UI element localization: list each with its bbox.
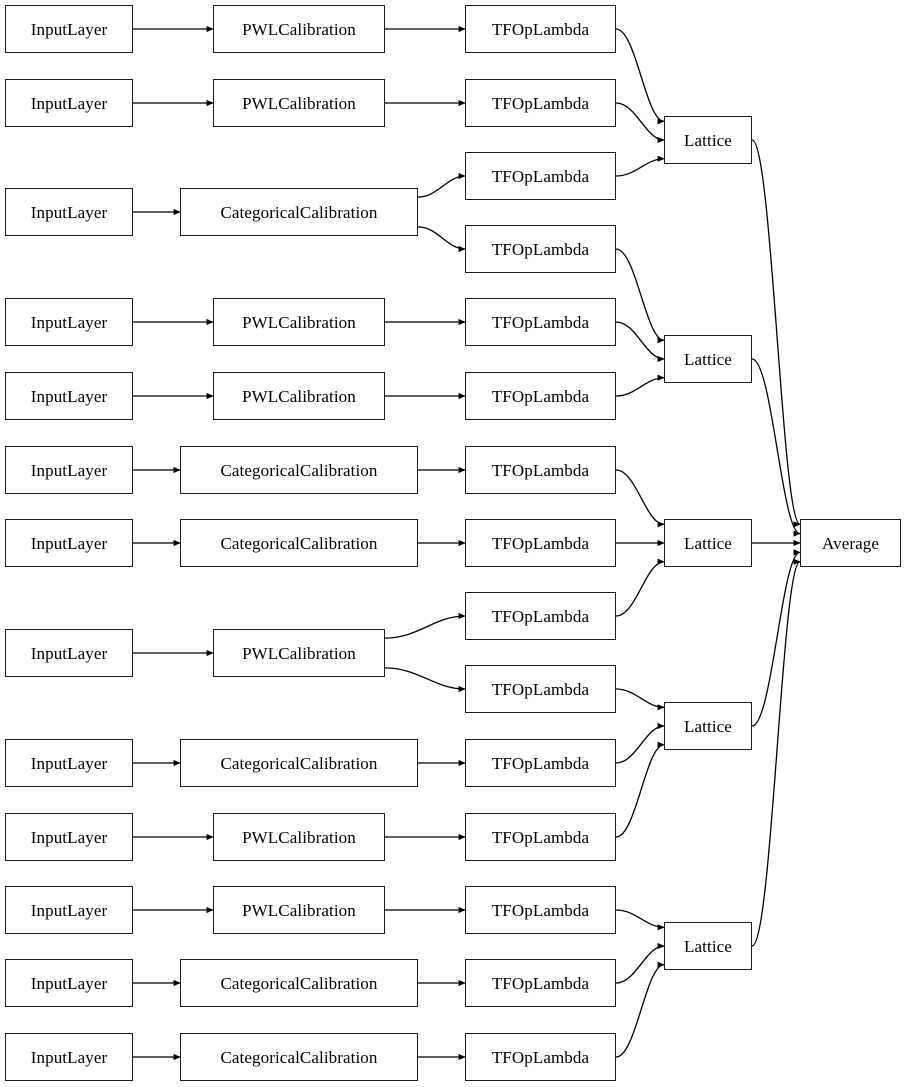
node-label: TFOpLambda: [491, 827, 590, 847]
node-categorical-cal3[interactable]: CategoricalCalibration: [180, 188, 418, 236]
node-label: PWLCalibration: [242, 312, 356, 332]
node-input-in5[interactable]: InputLayer: [5, 372, 133, 420]
node-pwl-cal2[interactable]: PWLCalibration: [213, 79, 385, 127]
node-label: InputLayer: [30, 533, 108, 553]
node-label: InputLayer: [30, 900, 108, 920]
node-lambda-lam4[interactable]: TFOpLambda: [465, 225, 616, 273]
node-categorical-cal13[interactable]: CategoricalCalibration: [180, 1033, 418, 1081]
node-lambda-lam14[interactable]: TFOpLambda: [465, 959, 616, 1007]
node-input-in12[interactable]: InputLayer: [5, 959, 133, 1007]
node-lambda-lam8[interactable]: TFOpLambda: [465, 519, 616, 567]
node-label: InputLayer: [30, 973, 108, 993]
node-label: Average: [821, 533, 879, 553]
node-label: InputLayer: [30, 93, 108, 113]
node-label: PWLCalibration: [242, 386, 356, 406]
node-categorical-cal12[interactable]: CategoricalCalibration: [180, 959, 418, 1007]
node-label: CategoricalCalibration: [220, 202, 378, 222]
node-lambda-lam11[interactable]: TFOpLambda: [465, 739, 616, 787]
node-lambda-lam12[interactable]: TFOpLambda: [465, 813, 616, 861]
node-label: InputLayer: [30, 386, 108, 406]
node-input-in1[interactable]: InputLayer: [5, 5, 133, 53]
node-label: CategoricalCalibration: [220, 973, 378, 993]
node-label: TFOpLambda: [491, 1047, 590, 1067]
node-lattice-lat1[interactable]: Lattice: [664, 116, 752, 164]
node-label: PWLCalibration: [242, 19, 356, 39]
node-label: CategoricalCalibration: [220, 460, 378, 480]
node-label: CategoricalCalibration: [220, 753, 378, 773]
node-input-in11[interactable]: InputLayer: [5, 886, 133, 934]
node-lattice-lat5[interactable]: Lattice: [664, 922, 752, 970]
node-average-avg[interactable]: Average: [800, 519, 901, 567]
node-label: PWLCalibration: [242, 643, 356, 663]
node-label: TFOpLambda: [491, 973, 590, 993]
node-lambda-lam9[interactable]: TFOpLambda: [465, 592, 616, 640]
node-label: CategoricalCalibration: [220, 1047, 378, 1067]
node-lattice-lat4[interactable]: Lattice: [664, 702, 752, 750]
node-input-in6[interactable]: InputLayer: [5, 446, 133, 494]
node-label: TFOpLambda: [491, 753, 590, 773]
node-label: TFOpLambda: [491, 460, 590, 480]
node-label: InputLayer: [30, 827, 108, 847]
node-pwl-cal1[interactable]: PWLCalibration: [213, 5, 385, 53]
node-categorical-cal6[interactable]: CategoricalCalibration: [180, 446, 418, 494]
node-label: TFOpLambda: [491, 900, 590, 920]
node-lambda-lam7[interactable]: TFOpLambda: [465, 446, 616, 494]
node-input-in8[interactable]: InputLayer: [5, 629, 133, 677]
node-label: InputLayer: [30, 19, 108, 39]
node-label: PWLCalibration: [242, 827, 356, 847]
node-label: InputLayer: [30, 753, 108, 773]
node-input-in2[interactable]: InputLayer: [5, 79, 133, 127]
node-lambda-lam5[interactable]: TFOpLambda: [465, 298, 616, 346]
node-categorical-cal9[interactable]: CategoricalCalibration: [180, 739, 418, 787]
node-label: TFOpLambda: [491, 386, 590, 406]
node-lambda-lam2[interactable]: TFOpLambda: [465, 79, 616, 127]
node-pwl-cal5[interactable]: PWLCalibration: [213, 372, 385, 420]
node-label: InputLayer: [30, 312, 108, 332]
node-label: TFOpLambda: [491, 312, 590, 332]
node-label: TFOpLambda: [491, 606, 590, 626]
node-label: TFOpLambda: [491, 19, 590, 39]
node-label: TFOpLambda: [491, 679, 590, 699]
node-input-in10[interactable]: InputLayer: [5, 813, 133, 861]
node-categorical-cal7[interactable]: CategoricalCalibration: [180, 519, 418, 567]
node-pwl-cal8[interactable]: PWLCalibration: [213, 629, 385, 677]
node-label: CategoricalCalibration: [220, 533, 378, 553]
node-label: InputLayer: [30, 460, 108, 480]
node-lambda-lam6[interactable]: TFOpLambda: [465, 372, 616, 420]
node-label: Lattice: [684, 936, 732, 956]
node-label: TFOpLambda: [491, 239, 590, 259]
node-label: InputLayer: [30, 643, 108, 663]
node-label: InputLayer: [30, 1047, 108, 1067]
node-label: Lattice: [684, 716, 732, 736]
node-label: Lattice: [684, 130, 732, 150]
node-label: Lattice: [684, 533, 732, 553]
node-lattice-lat2[interactable]: Lattice: [664, 335, 752, 383]
node-input-in9[interactable]: InputLayer: [5, 739, 133, 787]
node-input-in3[interactable]: InputLayer: [5, 188, 133, 236]
node-lambda-lam1[interactable]: TFOpLambda: [465, 5, 616, 53]
node-label: TFOpLambda: [491, 93, 590, 113]
node-label: TFOpLambda: [491, 166, 590, 186]
node-input-in4[interactable]: InputLayer: [5, 298, 133, 346]
node-pwl-cal11[interactable]: PWLCalibration: [213, 886, 385, 934]
node-label: TFOpLambda: [491, 533, 590, 553]
node-label: PWLCalibration: [242, 900, 356, 920]
node-lambda-lam3[interactable]: TFOpLambda: [465, 152, 616, 200]
node-input-in7[interactable]: InputLayer: [5, 519, 133, 567]
node-label: InputLayer: [30, 202, 108, 222]
node-lambda-lam15[interactable]: TFOpLambda: [465, 1033, 616, 1081]
node-input-in13[interactable]: InputLayer: [5, 1033, 133, 1081]
node-label: PWLCalibration: [242, 93, 356, 113]
node-lattice-lat3[interactable]: Lattice: [664, 519, 752, 567]
node-label: Lattice: [684, 349, 732, 369]
node-pwl-cal4[interactable]: PWLCalibration: [213, 298, 385, 346]
node-lambda-lam10[interactable]: TFOpLambda: [465, 665, 616, 713]
node-pwl-cal10[interactable]: PWLCalibration: [213, 813, 385, 861]
node-lambda-lam13[interactable]: TFOpLambda: [465, 886, 616, 934]
